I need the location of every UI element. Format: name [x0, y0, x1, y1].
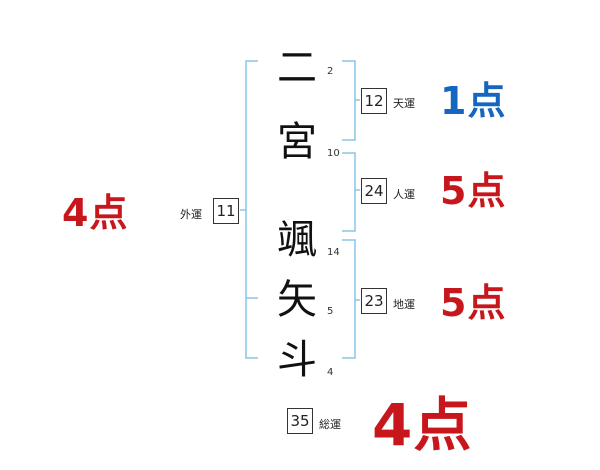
ten-value-box: 12: [361, 88, 387, 114]
name-char-1: 二: [277, 45, 317, 91]
stroke-count-2: 10: [327, 148, 340, 159]
stroke-count-5: 4: [327, 367, 334, 378]
outer-bracket-line: [245, 60, 258, 359]
chi-label: 地運: [393, 298, 415, 311]
jin-label: 人運: [393, 188, 415, 201]
stroke-count-4: 5: [327, 306, 334, 317]
sou-score: 4点: [372, 391, 473, 459]
name-char-3: 颯: [277, 217, 317, 263]
chi-score: 5点: [440, 281, 507, 325]
sou-label: 総運: [319, 418, 341, 431]
chi-value-box: 23: [361, 288, 387, 314]
ten-bracket-line: [342, 60, 356, 141]
jin-score: 5点: [440, 169, 507, 213]
gai-label: 外運: [180, 208, 202, 221]
name-char-5: 斗: [277, 337, 317, 383]
jin-bracket-line: [342, 152, 356, 232]
chi-bracket-line: [342, 239, 356, 359]
jin-value-box: 24: [361, 178, 387, 204]
stroke-count-3: 14: [327, 247, 340, 258]
ten-label: 天運: [393, 97, 415, 110]
sou-value-box: 35: [287, 408, 313, 434]
ten-score: 1点: [440, 79, 507, 123]
name-char-2: 宮: [277, 119, 317, 165]
stroke-count-1: 2: [327, 66, 334, 77]
gai-value-box: 11: [213, 198, 239, 224]
gai-score: 4点: [62, 191, 129, 235]
name-char-4: 矢: [277, 277, 317, 323]
